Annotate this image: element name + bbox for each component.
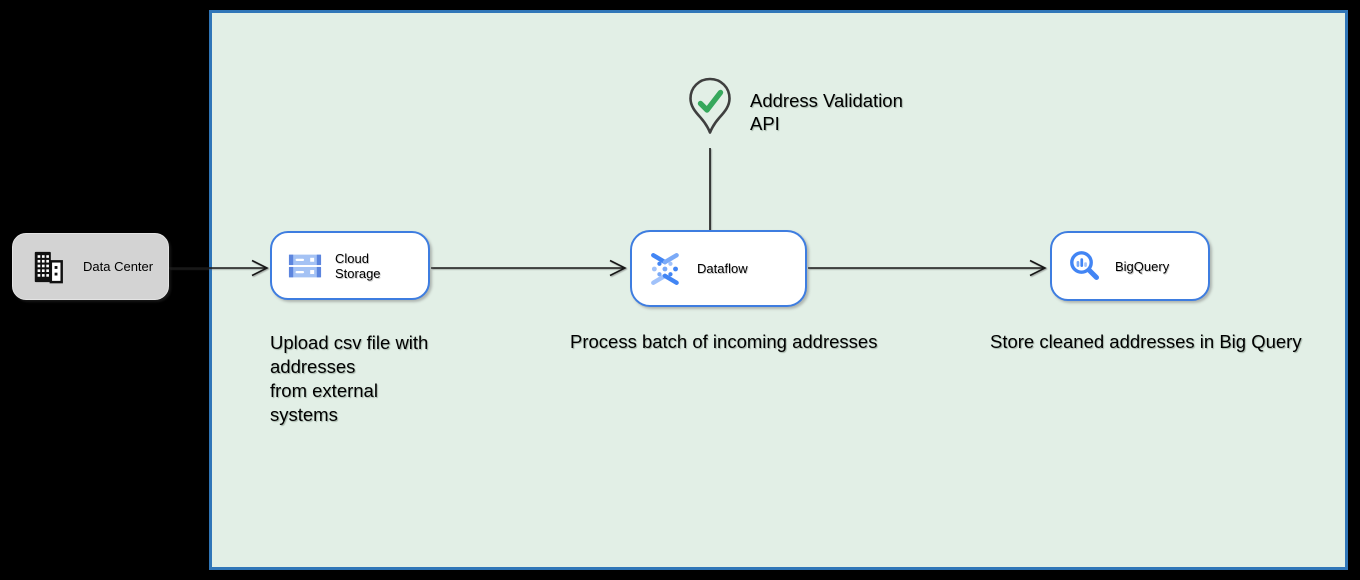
node-data-center[interactable]: Data Center <box>12 233 169 300</box>
node-cloud-storage[interactable]: Cloud Storage <box>270 231 430 300</box>
node-bigquery[interactable]: BigQuery <box>1050 231 1210 301</box>
bigquery-icon <box>1068 249 1102 283</box>
caption-cloud-storage: Upload csv file with addresses from exte… <box>270 332 429 425</box>
cloud-storage-icon <box>288 251 322 281</box>
dataflow-icon <box>648 251 684 287</box>
caption-bigquery: Store cleaned addresses in Big Query <box>990 331 1302 352</box>
map-pin-check-icon <box>687 77 733 140</box>
caption-dataflow: Process batch of incoming addresses <box>570 331 878 352</box>
node-label: Data Center <box>83 259 154 274</box>
node-label: BigQuery <box>1115 258 1170 274</box>
node-label: Cloud Storage <box>335 250 381 281</box>
annotation-address-validation-api: Address Validation API <box>750 90 903 134</box>
building-icon <box>31 250 65 284</box>
node-dataflow[interactable]: Dataflow <box>630 230 807 307</box>
node-label: Dataflow <box>697 261 748 276</box>
